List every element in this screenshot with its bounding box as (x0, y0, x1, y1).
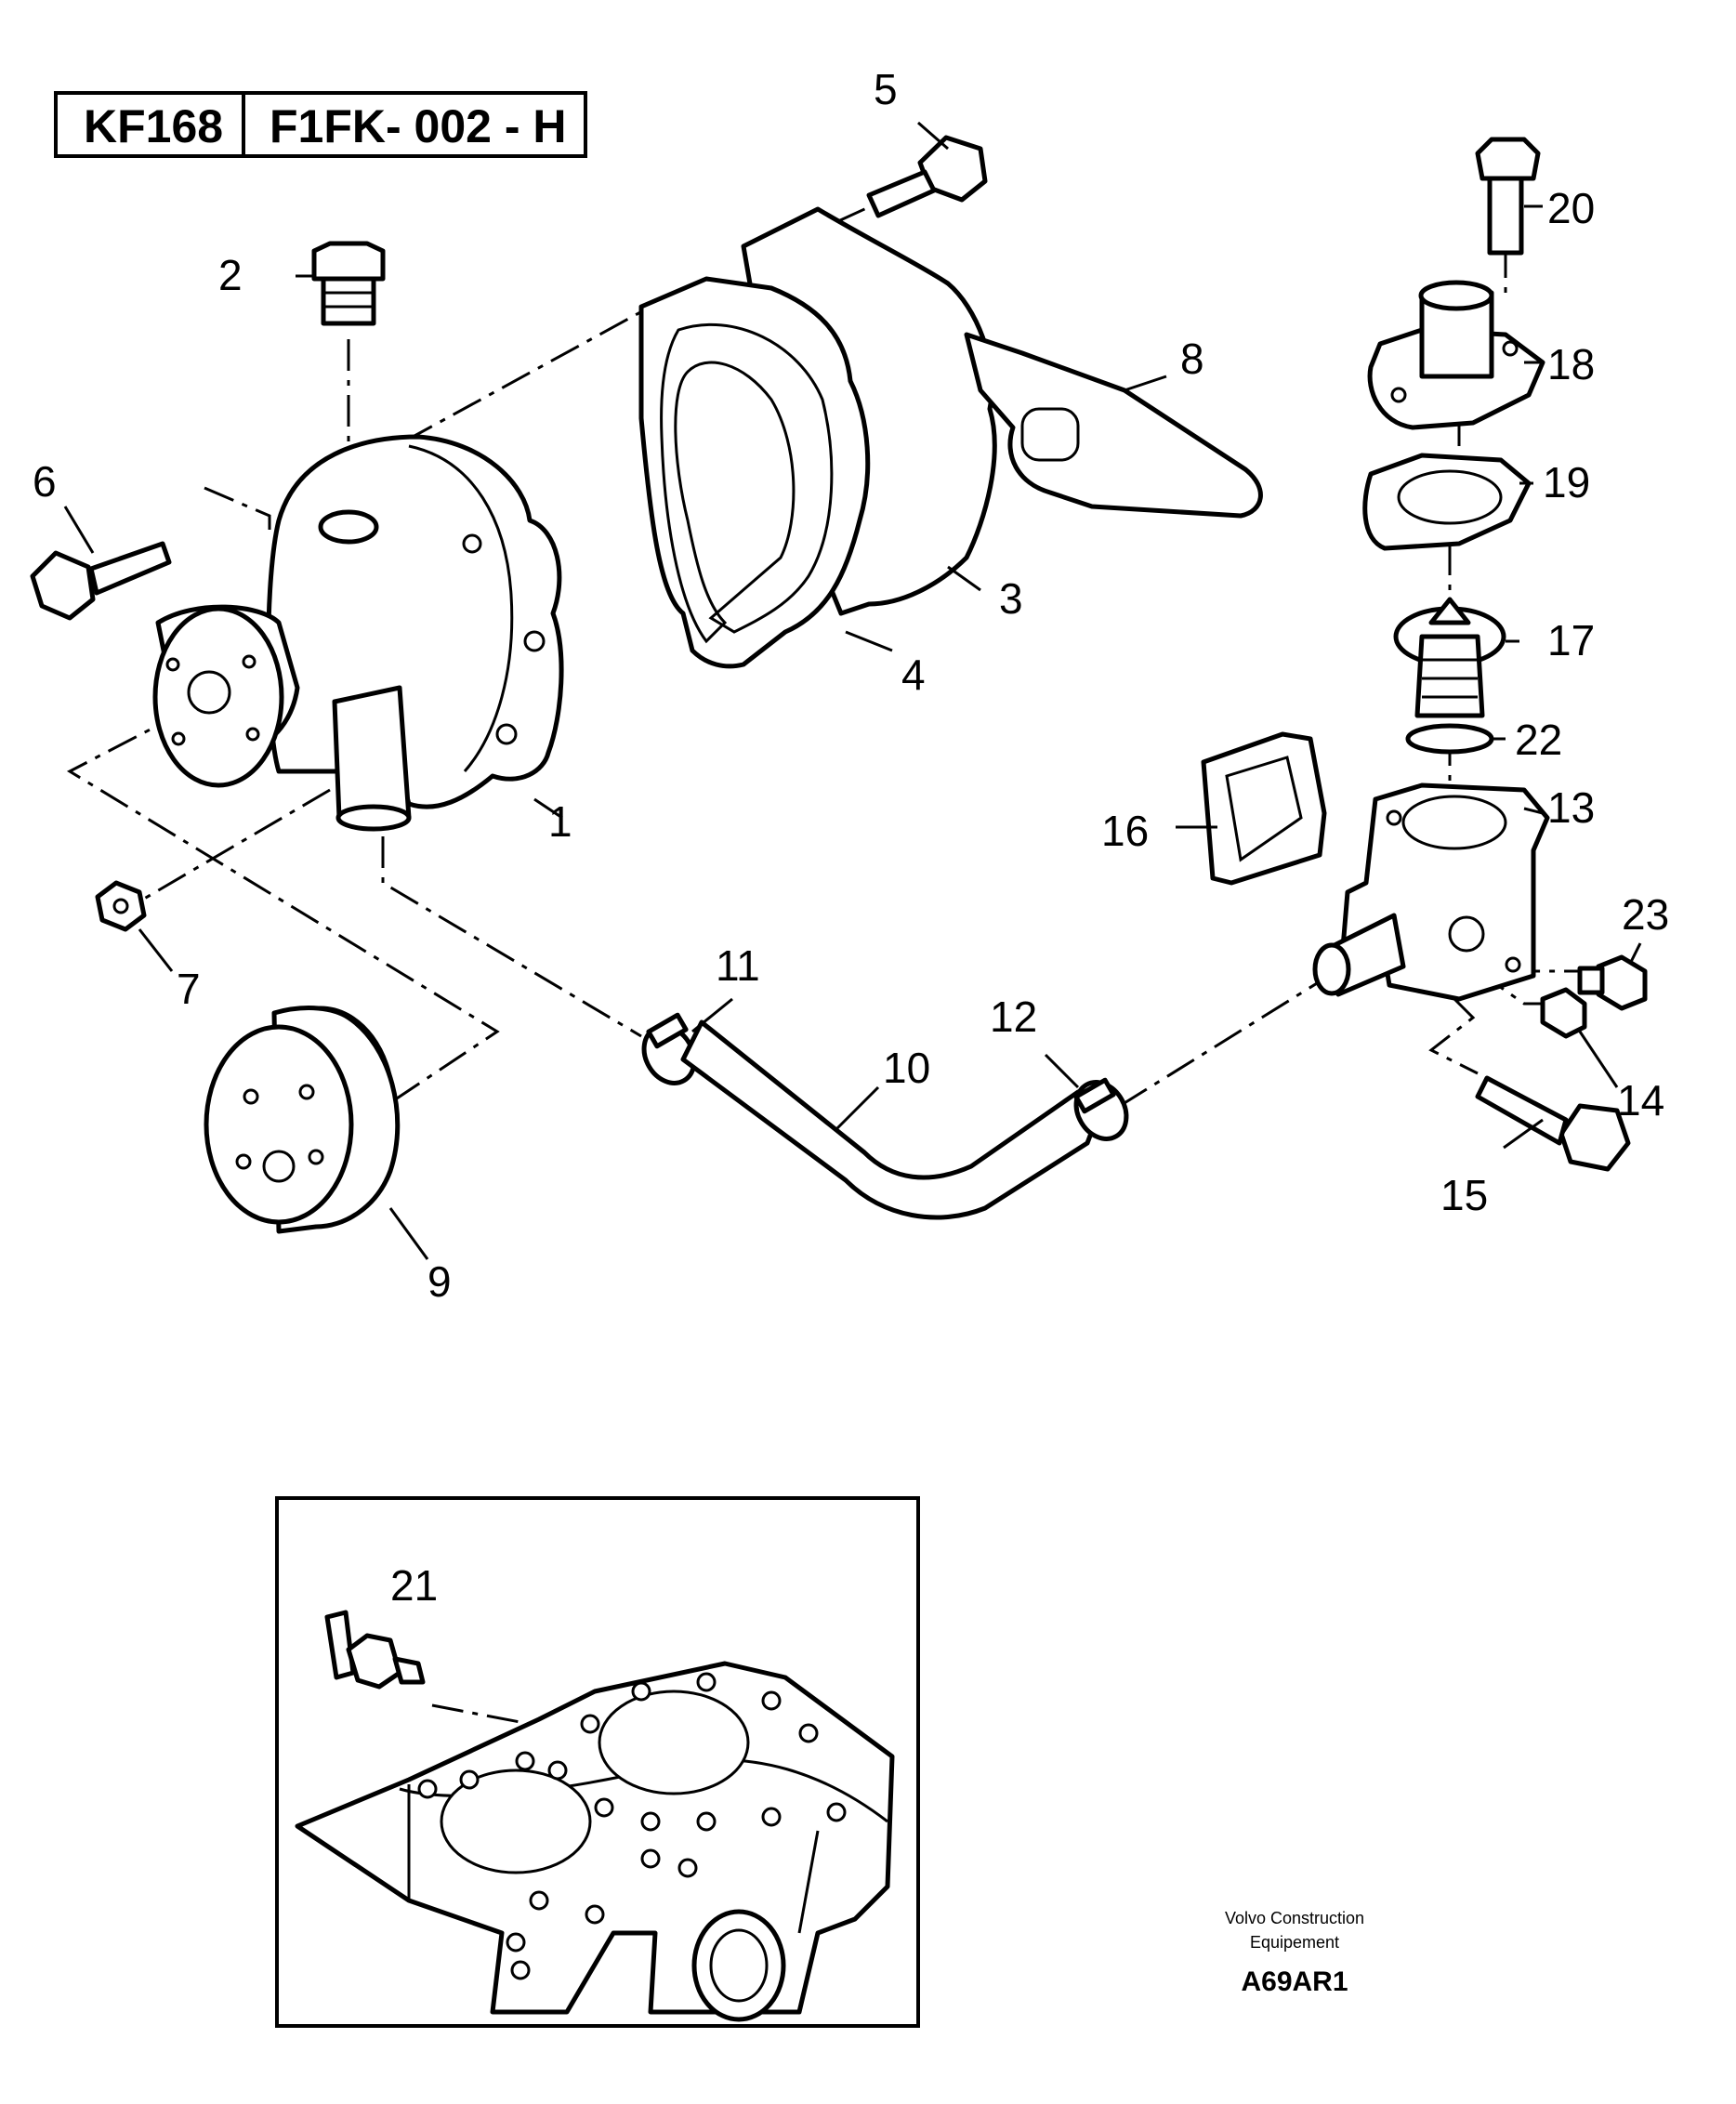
callout-9: 9 (427, 1257, 452, 1306)
plug-23 (1577, 954, 1648, 1011)
bolt-5 (866, 135, 988, 218)
drawing-code: A69AR1 (1241, 1966, 1348, 1997)
callout-11: 11 (716, 941, 760, 990)
sensor-21 (324, 1610, 426, 1690)
callout-13: 13 (1547, 783, 1595, 832)
gasket-8 (964, 332, 1263, 519)
callout-4: 4 (901, 651, 926, 699)
callout-8: 8 (1180, 335, 1204, 383)
callout-18: 18 (1547, 340, 1595, 388)
assembly-line-bolt6 (204, 486, 271, 530)
gasket-16 (1201, 731, 1327, 886)
assembly-line-hose-pump (381, 836, 642, 1038)
callout-23: 23 (1622, 890, 1669, 939)
gasket-19 (1362, 453, 1532, 551)
o-ring-22 (1405, 723, 1494, 755)
plug-14 (1540, 987, 1587, 1039)
assembly-line-hose-housing (1119, 974, 1330, 1108)
callout-10: 10 (883, 1044, 930, 1092)
callout-20: 20 (1547, 184, 1595, 232)
callout-21: 21 (390, 1561, 438, 1610)
bolt-20 (1475, 137, 1541, 256)
thermostat-housing-13 (1312, 782, 1550, 1002)
inset-frame (275, 1496, 920, 2028)
engine-block (295, 1661, 895, 2022)
clamp-12 (1073, 1077, 1129, 1141)
callout-numbers: 1 2 3 4 5 6 7 8 9 10 11 12 13 14 15 16 1… (33, 65, 1669, 1610)
callout-14: 14 (1617, 1076, 1664, 1124)
assembly-line-sensor21 (431, 1703, 531, 1726)
assembly-line-nut (138, 788, 331, 903)
leader-lines (63, 121, 1642, 1260)
reference-code: F1FK- 002 - H (270, 100, 567, 152)
header-frame (54, 91, 587, 158)
bolt-6 (30, 541, 172, 621)
assembly-line-pulley (66, 709, 500, 1108)
callout-5: 5 (874, 65, 898, 113)
brand-line-1: Volvo Construction (1225, 1909, 1364, 1927)
callout-7: 7 (177, 965, 201, 1013)
callout-2: 2 (218, 251, 243, 299)
pulley-9 (204, 1006, 401, 1234)
callout-17: 17 (1547, 616, 1595, 664)
clamp-11 (641, 1012, 697, 1085)
callout-16: 16 (1101, 807, 1149, 855)
assembly-line-pump-gasket (403, 305, 651, 443)
footer: Volvo Construction Equipement A69AR1 (1225, 1909, 1364, 1997)
callout-3: 3 (999, 574, 1023, 623)
callout-6: 6 (33, 457, 57, 506)
brand-line-2: Equipement (1250, 1933, 1339, 1952)
callout-15: 15 (1440, 1171, 1488, 1219)
water-pump (152, 434, 564, 832)
gasket-4 (638, 276, 871, 669)
callout-19: 19 (1543, 458, 1590, 506)
bolt-15 (1475, 1075, 1631, 1172)
plug-cap (311, 241, 386, 326)
callout-22: 22 (1515, 716, 1562, 764)
thermostat-17 (1393, 597, 1506, 718)
reference-header: KF168 F1FK- 002 - H (54, 91, 587, 158)
thermostat-cover-18 (1367, 280, 1545, 430)
nut-7 (95, 880, 147, 932)
callout-12: 12 (990, 993, 1037, 1041)
group-code: KF168 (84, 100, 223, 152)
assembly-line-bolt15 (1428, 997, 1479, 1075)
callout-1: 1 (548, 797, 572, 846)
inset-detail (275, 1496, 920, 2028)
